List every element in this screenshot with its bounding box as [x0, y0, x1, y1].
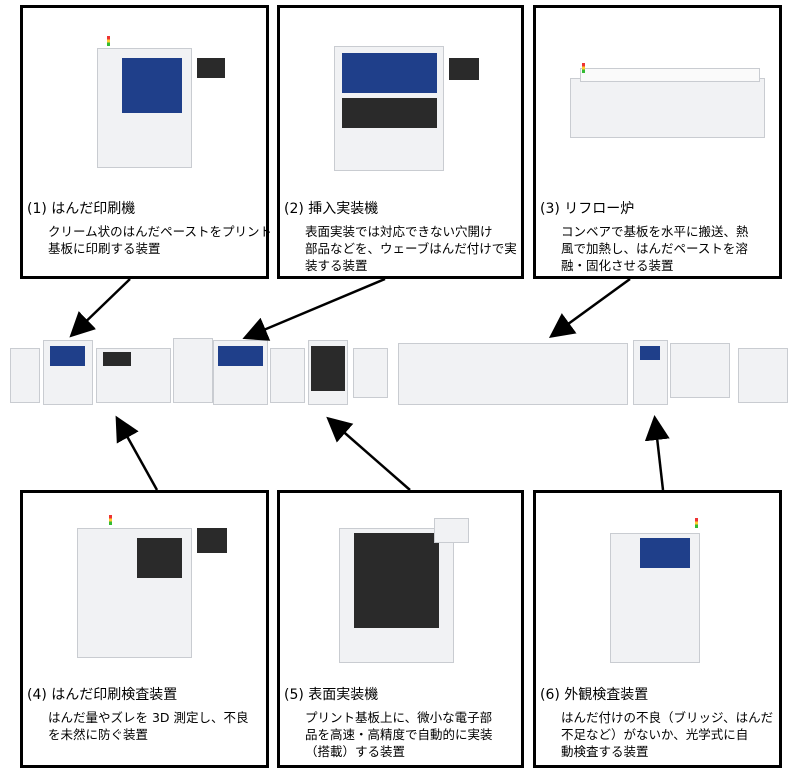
desc-line: （搭載）する装置 — [305, 744, 406, 759]
spi-inspector-image — [37, 503, 252, 668]
desc-line: 品を高速・高精度で自動的に実装 — [305, 727, 493, 742]
box-number: (6) — [540, 687, 560, 703]
box-number: (1) — [27, 201, 47, 217]
desc-line: はんだ量やズレを 3D 測定し、不良 — [48, 710, 249, 725]
box-number: (3) — [540, 201, 560, 217]
desc-line: 不足など）がないか、光学式に自 — [561, 727, 749, 742]
box-number: (2) — [284, 201, 304, 217]
insertion-mounter-image — [294, 18, 507, 183]
box-title: 表面実装機 — [308, 687, 379, 703]
box-reflow-oven: (3) リフロー炉 コンベアで基板を水平に搬送、熱風で加熱し、はんだペーストを溶… — [533, 5, 782, 279]
desc-line: 基板に印刷する装置 — [48, 241, 161, 256]
box-number: (5) — [284, 687, 304, 703]
desc-line: 装する装置 — [305, 258, 368, 273]
reflow-oven-image — [550, 18, 765, 183]
desc-line: 表面実装では対応できない穴開け — [305, 224, 493, 239]
box-title: 挿入実装機 — [308, 201, 379, 217]
box-smt-mounter: (5) 表面実装機 プリント基板上に、微小な電子部品を高速・高精度で自動的に実装… — [277, 490, 524, 768]
box-aoi-inspector: (6) 外観検査装置 はんだ付けの不良（ブリッジ、はんだ不足など）がないか、光学… — [533, 490, 782, 768]
arrow-1 — [69, 278, 131, 338]
box-title: リフロー炉 — [564, 201, 635, 217]
smt-mounter-image — [294, 503, 507, 668]
box-solder-printer: (1) はんだ印刷機 クリーム状のはんだペーストをプリント基板に印刷する装置 — [20, 5, 273, 279]
production-line-image — [8, 318, 800, 414]
arrow-5 — [326, 416, 411, 491]
desc-line: クリーム状のはんだペーストをプリント — [48, 224, 273, 239]
desc-line: を未然に防ぐ装置 — [48, 727, 149, 742]
arrow-3 — [548, 277, 631, 338]
box-title: はんだ印刷検査装置 — [51, 687, 178, 703]
box-number: (4) — [27, 687, 47, 703]
desc-line: 部品などを、ウェーブはんだ付けで実 — [305, 241, 517, 256]
desc-line: 風で加熱し、はんだペーストを溶 — [561, 241, 748, 256]
arrow-6 — [644, 415, 670, 491]
arrow-2 — [242, 277, 386, 341]
solder-printer-image — [37, 18, 252, 183]
box-title: 外観検査装置 — [564, 687, 649, 703]
box-insertion-mounter: (2) 挿入実装機 表面実装では対応できない穴開け部品などを、ウェーブはんだ付け… — [277, 5, 524, 279]
desc-line: プリント基板上に、微小な電子部 — [305, 710, 493, 725]
box-spi-inspector: (4) はんだ印刷検査装置 はんだ量やズレを 3D 測定し、不良を未然に防ぐ装置 — [20, 490, 269, 768]
desc-line: はんだ付けの不良（ブリッジ、はんだ — [561, 710, 774, 725]
desc-line: コンベアで基板を水平に搬送、熱 — [561, 224, 749, 239]
arrow-4 — [115, 415, 159, 491]
desc-line: 融・固化させる装置 — [561, 258, 674, 273]
box-title: はんだ印刷機 — [51, 201, 136, 217]
desc-line: 動検査する装置 — [561, 744, 649, 759]
aoi-inspector-image — [550, 503, 765, 668]
